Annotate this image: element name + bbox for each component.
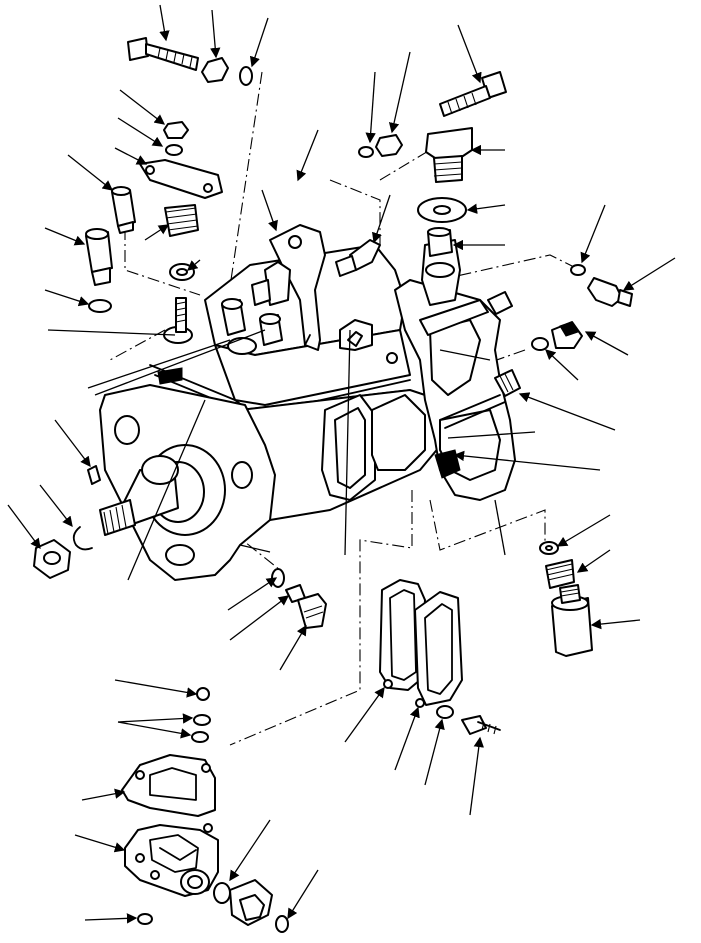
top-components bbox=[157, 224, 398, 385]
injection-pump-body bbox=[99, 239, 521, 581]
loose-parts-top-right bbox=[335, 71, 633, 351]
loose-parts-top-left bbox=[33, 37, 253, 579]
loose-parts-lower-right bbox=[539, 541, 593, 657]
leader-lines bbox=[7, 4, 676, 924]
side-gasket-and-cover bbox=[379, 579, 501, 735]
lower-left-housing-assembly bbox=[121, 568, 327, 933]
